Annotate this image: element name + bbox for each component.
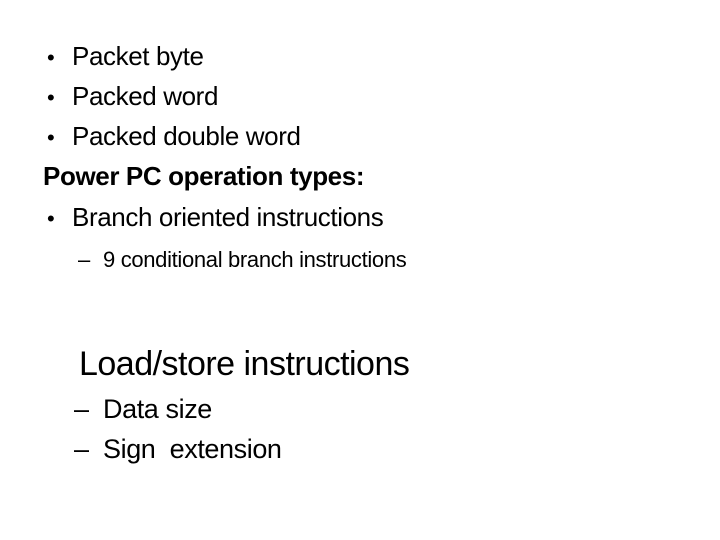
dash-icon: –: [78, 247, 90, 272]
sub-bullet-conditional-branch: –9 conditional branch instructions: [78, 247, 407, 272]
bullet-item-label: Packed double word: [72, 121, 301, 151]
section-heading-powerpc: Power PC operation types:: [43, 163, 364, 189]
dash-item-sign-extension: –Sign extension: [74, 436, 282, 463]
section-heading-label: Power PC operation types:: [43, 161, 365, 191]
bullet-item-branch-oriented: • Branch oriented instructions: [47, 202, 384, 232]
dash-item-label: Data size: [103, 394, 212, 424]
bullet-item-label: Packed word: [72, 81, 219, 111]
bullet-item-label: Branch oriented instructions: [72, 202, 384, 232]
subsection-heading-label: Load/store instructions: [79, 345, 410, 383]
bullet-item-packet-byte: • Packet byte: [47, 43, 204, 69]
bullet-item-packed-double-word: • Packed double word: [47, 123, 301, 149]
sub-bullet-label: 9 conditional branch instructions: [103, 247, 407, 272]
bullet-icon: •: [47, 206, 55, 231]
dash-item-data-size: –Data size: [74, 396, 212, 423]
bullet-icon: •: [47, 85, 55, 110]
subsection-heading-loadstore: Load/store instructions: [79, 345, 410, 383]
bullet-item-packed-word: • Packed word: [47, 83, 218, 109]
bullet-icon: •: [47, 45, 55, 70]
dash-item-label: Sign extension: [103, 434, 282, 464]
bullet-icon: •: [47, 125, 55, 150]
dash-icon: –: [74, 434, 89, 464]
bullet-item-label: Packet byte: [72, 41, 204, 71]
dash-icon: –: [74, 394, 89, 424]
